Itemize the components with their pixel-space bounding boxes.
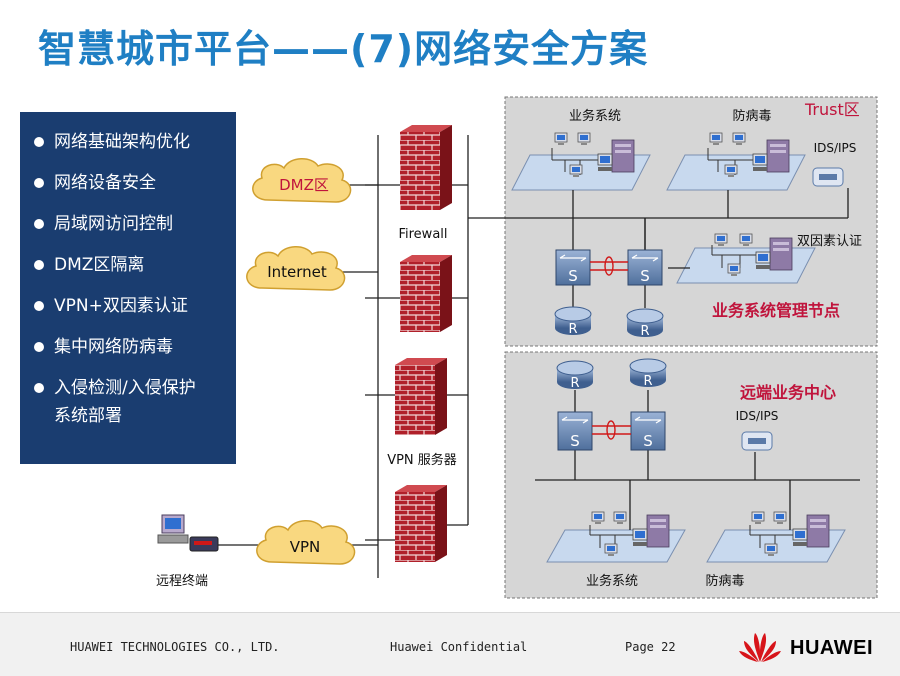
ids-ips-icon	[741, 431, 773, 451]
bullet-item: 集中网络防病毒	[34, 327, 236, 368]
switch-icon: S	[630, 411, 666, 451]
firewall-icon	[400, 255, 452, 332]
bullet-item: 网络基础架构优化	[34, 122, 236, 163]
bullet-item: 入侵检测/入侵保护	[34, 368, 236, 409]
lan-platform	[676, 247, 816, 284]
footer: HUAWEI TECHNOLOGIES CO., LTD. Huawei Con…	[0, 612, 900, 676]
vpn-server-label: VPN 服务器	[387, 452, 457, 468]
svg-text:S: S	[643, 432, 653, 450]
firewall-icon	[395, 485, 447, 562]
remote-center-label: 远端业务中心	[740, 383, 836, 402]
ids-ips-label: IDS/IPS	[736, 409, 779, 423]
bullet-item: 局域网访问控制	[34, 204, 236, 245]
switch-icon: S	[627, 249, 663, 286]
bullet-item: DMZ区隔离	[34, 245, 236, 286]
remote-terminal-label: 远程终端	[156, 573, 208, 589]
footer-brand: HUAWEI	[790, 637, 873, 659]
svg-text:VPN: VPN	[290, 538, 321, 556]
svg-text:S: S	[640, 267, 650, 285]
huawei-logo-icon	[739, 633, 781, 662]
bullet-panel: 网络基础架构优化 网络设备安全 局域网访问控制 DMZ区隔离 VPN+双因素认证…	[20, 112, 236, 464]
network-links	[195, 135, 860, 578]
remote-terminal-icon	[157, 514, 219, 552]
bullet-item-continuation: 系统部署	[54, 406, 122, 426]
antivirus-label: 防病毒	[705, 573, 744, 589]
trust-zone-label: Trust区	[804, 100, 860, 119]
page-title: 智慧城市平台——(7)网络安全方案	[38, 27, 649, 71]
redundant-link	[590, 256, 631, 440]
business-system-label: 业务系统	[586, 573, 638, 589]
ids-ips-icon	[812, 167, 844, 187]
antivirus-label: 防病毒	[732, 108, 771, 124]
bullet-item: 网络设备安全	[34, 163, 236, 204]
svg-text:DMZ区: DMZ区	[279, 176, 329, 194]
business-system-label: 业务系统	[569, 108, 621, 124]
svg-text:R: R	[568, 322, 577, 337]
firewall-label: Firewall	[398, 227, 447, 242]
svg-text:R: R	[570, 376, 579, 391]
firewall-icon	[400, 125, 452, 210]
router-icon: R	[556, 360, 594, 391]
router-icon: R	[554, 306, 592, 337]
ids-ips-label: IDS/IPS	[814, 141, 857, 155]
mgmt-node-label: 业务系统管理节点	[712, 301, 840, 320]
svg-text:Internet: Internet	[267, 263, 327, 281]
switch-icon: S	[555, 249, 591, 286]
footer-confidential: Huawei Confidential	[390, 640, 528, 654]
two-factor-label: 双因素认证	[797, 234, 862, 249]
firewall-icon	[395, 358, 447, 435]
dmz-cloud: DMZ区	[252, 158, 352, 203]
vpn-cloud: VPN	[256, 520, 356, 565]
bullet-item: VPN+双因素认证	[34, 286, 236, 327]
router-icon: R	[629, 358, 667, 389]
svg-text:R: R	[640, 324, 649, 339]
footer-page: Page 22	[625, 640, 676, 654]
footer-company: HUAWEI TECHNOLOGIES CO., LTD.	[70, 640, 280, 654]
router-icon: R	[626, 308, 664, 339]
svg-text:S: S	[570, 432, 580, 450]
svg-text:S: S	[568, 267, 578, 285]
internet-cloud: Internet	[246, 246, 346, 291]
switch-icon: S	[557, 411, 593, 451]
svg-text:R: R	[643, 374, 652, 389]
network-diagram: 业务系统 防病毒 Trust区 IDS/IPS 双因素认证 业务系统管理节点 远…	[156, 96, 878, 599]
